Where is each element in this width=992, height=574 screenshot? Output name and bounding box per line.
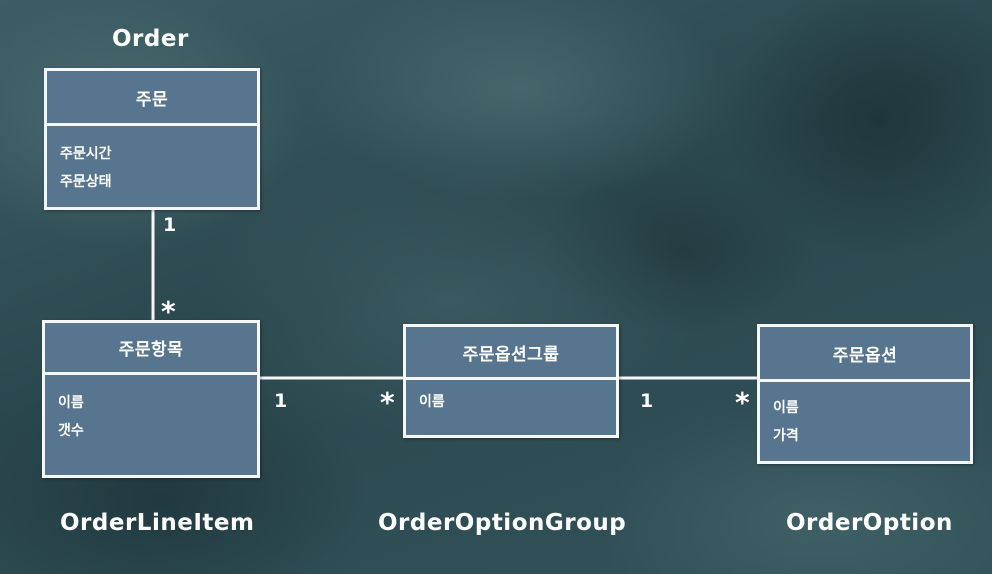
order-option-attribute: 이름 — [773, 400, 799, 416]
order-class-attributes: 주문시간 주문상태 — [47, 126, 257, 196]
order-option-group-class-header: 주문옵션그룹 — [406, 327, 616, 380]
order-line-item-attribute: 이름 — [58, 395, 84, 411]
line-item-multiplicity-one: 1 — [274, 390, 288, 412]
line-item-multiplicity-many: * — [161, 295, 176, 328]
order-multiplicity-one: 1 — [163, 214, 177, 236]
order-option-attribute: 가격 — [773, 428, 799, 444]
order-class-header: 주문 — [47, 71, 257, 126]
option-multiplicity-many: * — [735, 386, 750, 419]
option-group-multiplicity-many: * — [380, 386, 395, 419]
order-line-item-class-header: 주문항목 — [45, 323, 257, 375]
order-option-class-box: 주문옵션 이름 가격 — [757, 324, 973, 464]
order-class-box: 주문 주문시간 주문상태 — [44, 68, 260, 210]
order-option-group-class-box: 주문옵션그룹 이름 — [403, 324, 619, 438]
order-option-group-attribute: 이름 — [419, 394, 445, 410]
order-option-class-attributes: 이름 가격 — [760, 382, 970, 450]
option-group-multiplicity-one: 1 — [640, 390, 654, 412]
order-line-item-class-label: OrderLineItem — [60, 510, 255, 536]
order-option-group-class-label: OrderOptionGroup — [378, 510, 627, 536]
order-attribute: 주문상태 — [60, 174, 112, 190]
order-class-label: Order — [112, 26, 189, 52]
order-option-class-label: OrderOption — [786, 510, 953, 536]
order-line-item-class-attributes: 이름 갯수 — [45, 375, 257, 445]
order-option-group-class-attributes: 이름 — [406, 380, 616, 416]
order-option-class-header: 주문옵션 — [760, 327, 970, 382]
order-line-item-class-box: 주문항목 이름 갯수 — [42, 320, 260, 478]
order-attribute: 주문시간 — [60, 146, 112, 162]
order-line-item-attribute: 갯수 — [58, 423, 84, 439]
